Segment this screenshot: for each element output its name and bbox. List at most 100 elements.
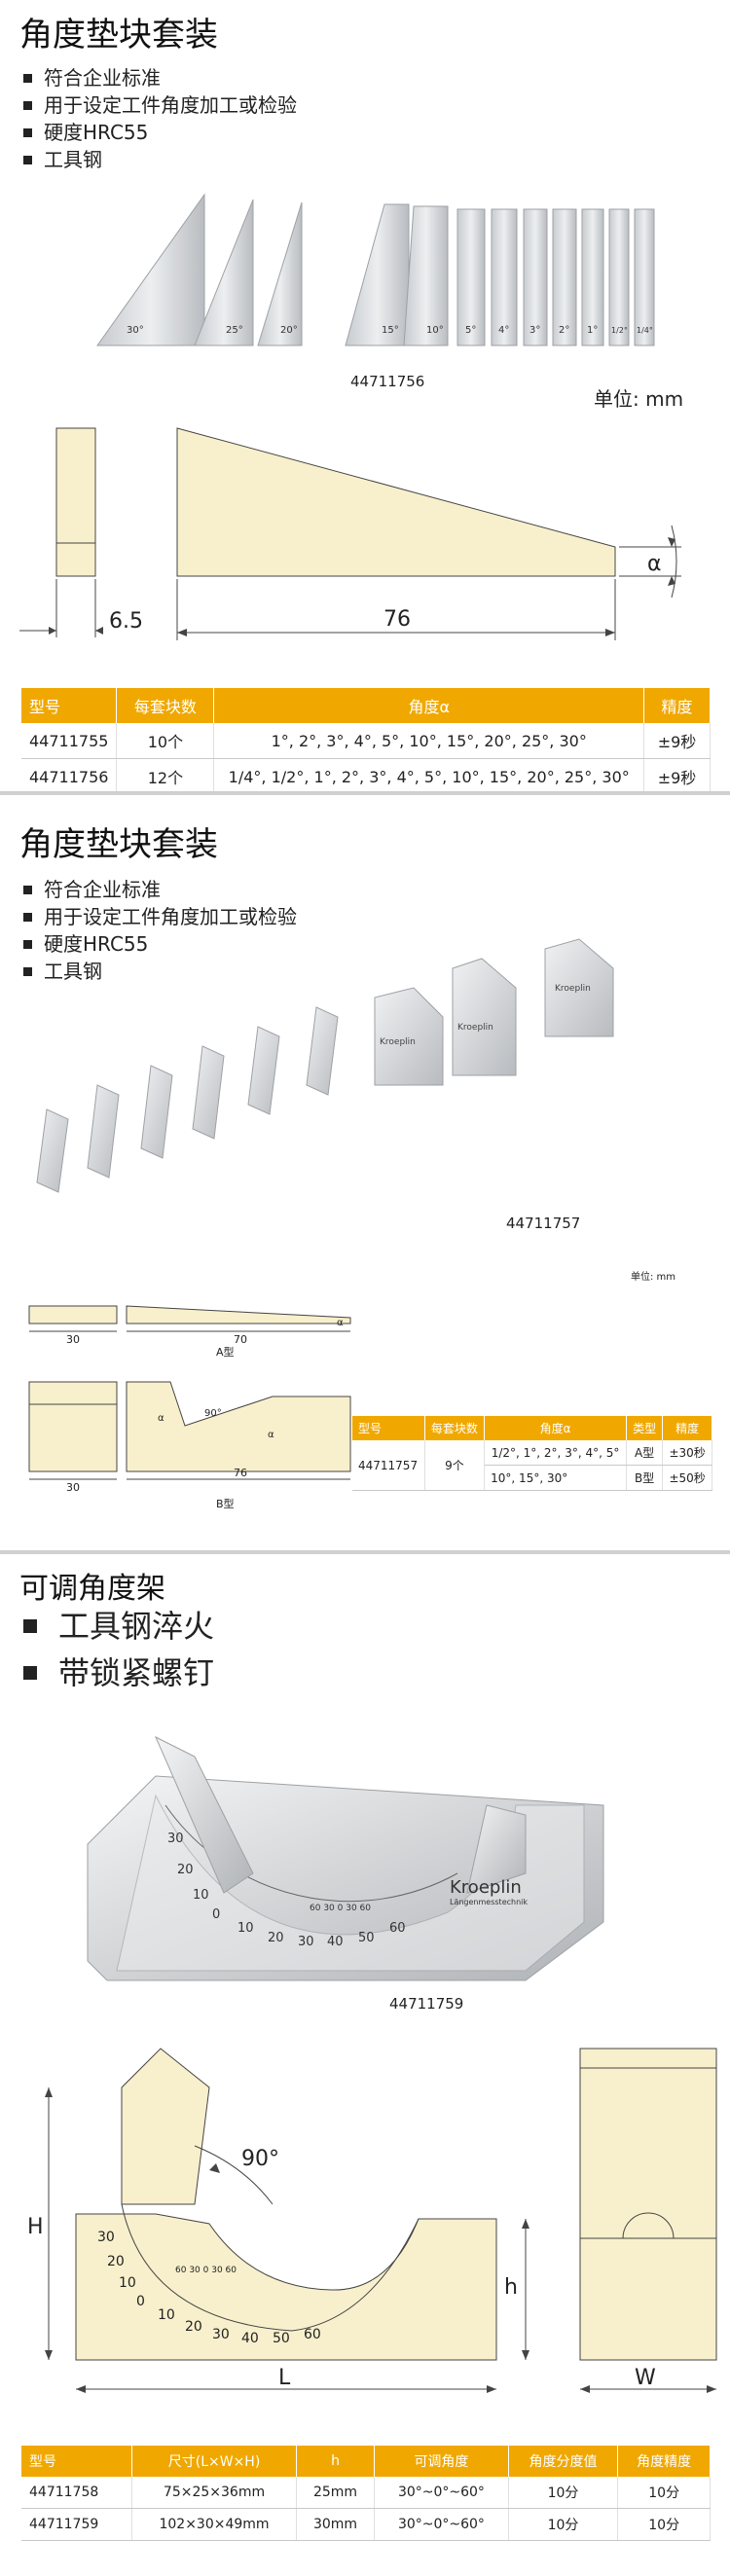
section-divider (0, 1550, 730, 1554)
svg-text:10: 10 (158, 2307, 175, 2323)
product-photo-holder: 30 20 10 0 10 20 30 40 50 60 60 30 0 30 … (87, 1735, 604, 1981)
svg-text:10: 10 (119, 2275, 136, 2291)
svg-text:15°: 15° (382, 325, 399, 336)
svg-text:Kroeplin: Kroeplin (380, 1037, 416, 1047)
feature-item: 用于设定工件角度加工或检验 (23, 903, 297, 930)
svg-text:α: α (647, 552, 662, 576)
feature-item: 用于设定工件角度加工或检验 (23, 91, 297, 119)
svg-text:50: 50 (273, 2331, 290, 2346)
wedge-25 (194, 199, 254, 346)
wedge-2 (552, 208, 577, 346)
side-view (55, 427, 96, 577)
svg-text:30: 30 (66, 1481, 80, 1494)
svg-text:5°: 5° (465, 325, 476, 336)
svg-text:1°: 1° (587, 325, 598, 336)
table-row: 10°, 15°, 30°B型±50秒 (352, 1465, 712, 1491)
bullet-icon (23, 100, 32, 110)
svg-text:Kroeplin: Kroeplin (450, 1877, 522, 1898)
svg-text:20: 20 (185, 2319, 202, 2335)
section-angle-block-set-1: 角度垫块套装 符合企业标准 用于设定工件角度加工或检验 硬度HRC55 工具钢 … (0, 0, 730, 795)
svg-text:40: 40 (241, 2331, 259, 2346)
bullet-icon (23, 1666, 37, 1680)
drawing-type-a: 30 70 α (28, 1305, 351, 1346)
svg-text:Kroeplin: Kroeplin (555, 984, 591, 994)
product-code: 44711756 (350, 373, 425, 390)
svg-text:1/2°: 1/2° (611, 326, 628, 335)
svg-text:30: 30 (167, 1832, 184, 1846)
wedge-1 (581, 208, 604, 346)
wedge-5 (456, 208, 486, 346)
th-model: 型号 (21, 688, 118, 723)
spec-table: 型号 每套块数 角度α 类型 精度 44711757 9个 1/2°, 1°, … (352, 1416, 712, 1491)
table-row: 44711757 9个 1/2°, 1°, 2°, 3°, 4°, 5°A型±3… (352, 1440, 712, 1491)
wedge-10 (403, 205, 449, 346)
bullet-icon (23, 939, 32, 949)
bullet-icon (23, 912, 32, 922)
feature-item: 工具钢 (23, 958, 297, 985)
product-photo-blocks: Kroeplin Kroeplin Kroeplin (36, 938, 614, 1193)
svg-text:H: H (27, 2215, 44, 2239)
svg-text:10°: 10° (426, 325, 444, 336)
section-title: 可调角度架 (19, 1572, 165, 1606)
svg-text:0: 0 (136, 2294, 145, 2309)
type-a-label: A型 (216, 1346, 235, 1359)
section-adjustable-angle-holder: 可调角度架 工具钢淬火 带锁紧螺钉 30 20 10 0 10 20 30 40… (0, 1552, 730, 2576)
bullet-icon (23, 73, 32, 83)
bullet-icon (23, 885, 32, 894)
svg-text:30: 30 (212, 2327, 230, 2342)
th-accuracy: 精度 (643, 688, 711, 723)
th-angle: 角度α (213, 688, 644, 723)
bullet-icon (23, 966, 32, 976)
unit-label: 单位: mm (594, 387, 684, 411)
section-title: 角度垫块套装 (19, 825, 218, 864)
wedge-4 (491, 208, 518, 346)
drawing-type-b: 30 76 α 90° α (28, 1381, 351, 1494)
svg-text:50: 50 (358, 1931, 375, 1945)
svg-text:60: 60 (389, 1921, 406, 1936)
technical-drawing-wedge: 6.5 76 α (19, 427, 681, 640)
feature-item: 工具钢淬火 (23, 1603, 214, 1650)
svg-text:α: α (268, 1430, 274, 1440)
feature-item: 符合企业标准 (23, 876, 297, 903)
type-b-label: B型 (216, 1498, 235, 1510)
svg-text:25°: 25° (226, 325, 243, 336)
wedge-half (608, 208, 630, 346)
svg-text:76: 76 (383, 607, 411, 632)
svg-text:60 30 0 30 60: 60 30 0 30 60 (310, 1904, 371, 1913)
technical-drawing-holder: 90° 30 20 10 0 10 20 30 40 50 60 60 30 0… (27, 2048, 717, 2393)
feature-item: 硬度HRC55 (23, 119, 297, 146)
bullet-icon (23, 1619, 37, 1633)
feature-list: 工具钢淬火 带锁紧螺钉 (23, 1603, 214, 1696)
product-photo-wedges: 30° 25° 20° 15° 10° 5° 4° 3° 2° 1° 1/2° … (96, 193, 655, 346)
svg-text:30: 30 (66, 1333, 80, 1346)
svg-text:3°: 3° (529, 325, 540, 336)
svg-text:70: 70 (234, 1333, 247, 1346)
block-a1 (36, 1108, 69, 1193)
svg-text:20°: 20° (280, 325, 298, 336)
wedge-30 (96, 193, 205, 346)
feature-item: 硬度HRC55 (23, 930, 297, 958)
feature-item: 工具钢 (23, 146, 297, 173)
svg-text:6.5: 6.5 (109, 609, 143, 634)
feature-item: 符合企业标准 (23, 64, 297, 91)
product-code: 44711759 (389, 1995, 464, 2013)
svg-text:Kroeplin: Kroeplin (457, 1023, 493, 1033)
svg-text:30°: 30° (127, 325, 144, 336)
bullet-icon (23, 127, 32, 137)
svg-text:90°: 90° (204, 1408, 222, 1419)
wedge-3 (523, 208, 548, 346)
svg-text:30: 30 (298, 1935, 314, 1949)
svg-text:76: 76 (234, 1467, 247, 1479)
svg-text:0: 0 (212, 1907, 220, 1922)
section-divider (0, 791, 730, 795)
product-code: 44711757 (506, 1215, 581, 1232)
svg-text:60 30 0 30 60: 60 30 0 30 60 (175, 2266, 237, 2275)
svg-text:Längenmesstechnik: Längenmesstechnik (450, 1898, 528, 1906)
svg-text:40: 40 (327, 1935, 344, 1949)
unit-label: 单位: mm (631, 1272, 676, 1283)
svg-text:L: L (278, 2366, 291, 2390)
